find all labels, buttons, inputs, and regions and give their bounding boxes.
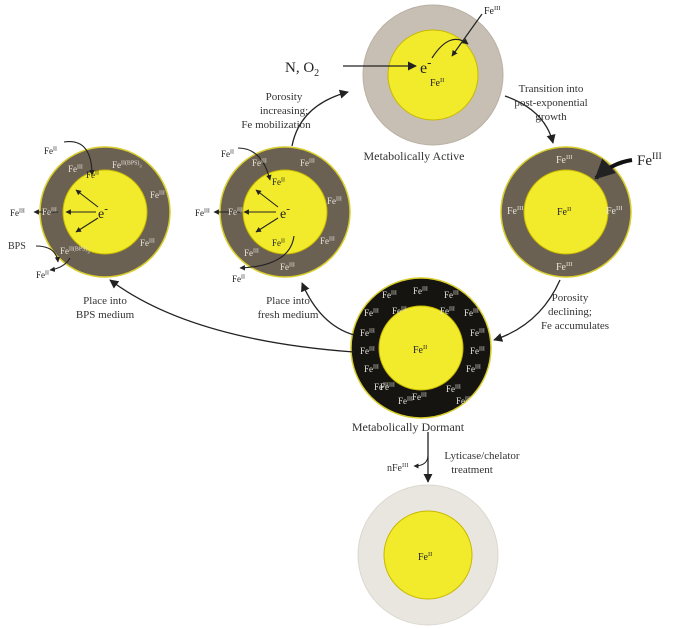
arrow-electron-out [431,38,469,59]
label-place-bps-1: Place into [83,295,127,307]
fe-iii-label: FeIII [68,164,83,174]
fe-iii-label: FeIII [300,158,315,168]
arrow-d-e-upleft [255,189,279,208]
cell-metabolically-active [362,4,504,146]
fe-ii-label: FeII [36,270,49,280]
fe-iii-label: FeIII [606,205,623,217]
fe-iii-label: FeIII [327,196,342,206]
fe-iii-label: FeIII [446,384,461,394]
fe-iii-label: FeIII [484,5,501,17]
cell-metabolically-dormant [350,277,492,419]
label-place-bps-2: BPS medium [76,309,135,321]
label-bps: BPS [8,241,26,252]
fe-iii-label: FeIII [507,205,524,217]
fe-iii-label: FeIII [398,396,413,406]
arrow-feiii-thick [594,158,633,180]
fe-ii-label: FeII [413,344,427,356]
fe-iii-label: FeIII [280,262,295,272]
label-porosity-dec-3: Fe accumulates [541,320,609,332]
fe-iii-label: FeIII [637,151,662,169]
arrow-post-to-dormant [493,279,561,342]
fe-iii-label: FeIII [10,208,25,218]
arrow-e-e-upleft [75,189,99,208]
arrow-e-feii-in-top [63,141,95,176]
label-n-o2: N, O2 [285,60,319,79]
label-porosity-inc-3: Fe mobilization [241,119,311,131]
label-metabolically-dormant: Metabolically Dormant [352,420,465,434]
fe-iii-label: FeIII [556,261,573,273]
fe-ii-bps-label: FeII(BPS)3 [112,159,142,170]
arrow-e-feii-out-bottom [49,257,71,273]
fe-ii-label: FeII [86,170,99,180]
fe-iii-label: FeIII [360,346,375,356]
fe-iii-label: FeIII [392,306,407,316]
fe-iii-label: FeIII [150,190,165,200]
fe-ii-label: FeII [557,206,571,218]
label-lyticase-1: Lyticase/chelator [444,450,519,462]
label-porosity-inc-1: Porosity [266,91,303,103]
fe-iii-label: FeIII [464,308,479,318]
fe-ii-label: FeII [44,146,57,156]
label-porosity-dec-1: Porosity [552,292,589,304]
arrow-d-e-downleft [255,217,279,233]
fe-iii-label: FeIII [252,158,267,168]
label-transition-1: Transition into [519,83,584,95]
fe-iii-label: FeIII [244,248,259,258]
electron-label: e- [280,203,290,222]
fe-iii-label: FeIII [466,364,481,374]
fe-iii-label: FeIII [412,392,427,402]
fe-iii-label: FeIII [444,290,459,300]
fe-iii-label: FeIII [364,364,379,374]
label-place-fresh-2: fresh medium [258,309,319,321]
label-transition-2: post-exponential [514,97,587,109]
arrow-e-bps-in [35,245,61,263]
label-metabolically-active: Metabolically Active [364,149,465,163]
arrow-feiii-in [451,13,483,57]
fe-ii-label: FeII [272,177,285,187]
fe-iii-label: FeIII [470,346,485,356]
fe-ii-bps-label: FeII(BPS)3 [60,245,90,256]
fe-ii-label: FeII [418,551,432,563]
cell-treated [357,484,499,626]
fe-ii-label: FeII [221,149,234,159]
arrow-active-to-post [504,95,556,144]
label-transition-3: growth [535,111,567,123]
fe-iii-label: FeIII [42,207,57,217]
electron-label: e- [98,203,108,222]
arrow-dormant-to-fresh [301,282,355,336]
fe-iii-label: FeIII [413,286,428,296]
fe-iii-label: FeIII [195,208,210,218]
label-porosity-inc-2: increasing; [260,105,308,117]
arrow-d-feii-in-top [237,147,272,181]
label-porosity-dec-2: declining; [548,306,592,318]
arrow-d-feii-bottom [239,235,295,271]
fe-iii-label: FeIII [360,328,375,338]
arrow-fresh-to-active [291,89,349,147]
fe-ii-label: FeII [430,77,444,89]
cell-post-exponential [500,146,632,278]
fe-iii-label: FeIII [364,308,379,318]
fe-ii-label: FeII [232,274,245,284]
fe-iii-label: FeIII [380,382,395,392]
label-nfeiii: nFeIII [387,462,409,474]
fe-iii-label: FeIII [320,236,335,246]
fe-iii-label: FeIII [556,154,573,166]
fe-iii-label: FeIII [456,396,471,406]
label-place-fresh-1: Place into [266,295,310,307]
label-lyticase-2: treatment [451,464,493,476]
fe-iii-label: FeIII [470,328,485,338]
arrow-e-e-downleft [75,217,99,233]
fe-iii-label: FeIII [140,238,155,248]
fe-iii-label: FeIII [440,306,455,316]
fe-iii-label: FeIII [228,207,243,217]
fe-iii-label: FeIII [374,382,389,392]
cell-fresh-medium [219,146,351,278]
arrow-dormant-to-bps [109,279,355,353]
arrow-nfeiii-release [413,454,429,469]
fe-iii-label: FeIII [382,290,397,300]
fe-ii-label: FeII [272,238,285,248]
electron-label: e- [420,56,431,77]
